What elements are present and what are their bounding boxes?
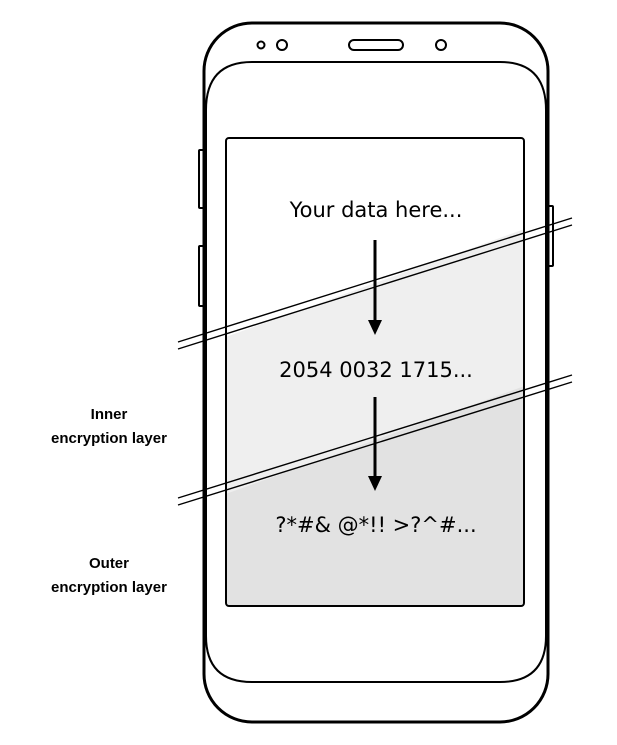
arrow-1-head [368, 320, 382, 335]
outer-label-line-2: encryption layer [51, 579, 167, 596]
phone [198, 21, 554, 724]
volume-down-button [198, 245, 205, 307]
power-button [547, 205, 554, 267]
volume-up-button [198, 149, 205, 209]
iris-camera-icon [435, 39, 447, 51]
arrow-2-head [368, 476, 382, 491]
encryption-arrows [368, 240, 382, 491]
inner-layer-label: Inner encryption layer [51, 406, 167, 447]
phone-inner-bezel [205, 61, 547, 683]
outer-encrypted-text: ?*#& @*!! >?^#... [275, 513, 476, 537]
plain-data-text: Your data here... [289, 198, 463, 222]
sensor-icon [256, 40, 266, 50]
screen-border [225, 137, 525, 607]
outer-encryption-layer [226, 384, 524, 606]
inner-label-line-1: Inner [91, 406, 128, 423]
speaker-grille [348, 39, 404, 51]
outer-label-line-1: Outer [89, 555, 129, 572]
inner-encrypted-text: 2054 0032 1715... [279, 358, 473, 382]
phone-body [202, 21, 550, 724]
outer-layer-label: Outer encryption layer [51, 555, 167, 596]
front-camera-icon [276, 39, 288, 51]
inner-label-line-2: encryption layer [51, 430, 167, 447]
